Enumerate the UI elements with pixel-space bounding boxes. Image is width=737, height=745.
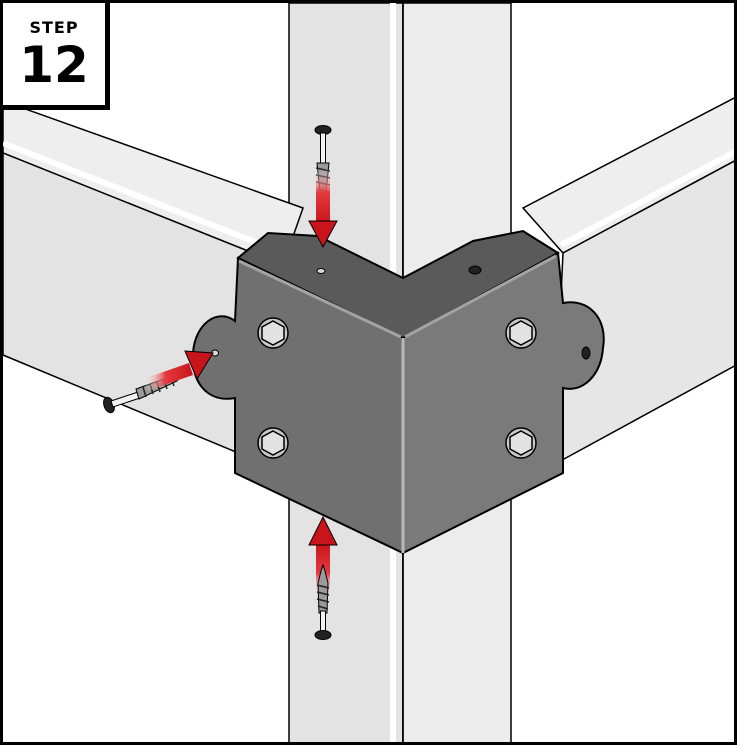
screw-icon bbox=[314, 563, 332, 640]
step-number: 12 bbox=[19, 36, 89, 94]
corner-bracket bbox=[191, 229, 605, 555]
hex-bolt-icon bbox=[257, 427, 289, 459]
right-beam bbox=[521, 97, 734, 467]
red-arrow-icon bbox=[308, 168, 338, 249]
step-badge: STEP 12 bbox=[3, 3, 110, 110]
step-label: STEP bbox=[29, 18, 79, 37]
hex-bolt-icon bbox=[505, 317, 537, 349]
hex-bolt-icon bbox=[505, 427, 537, 459]
red-arrow-icon bbox=[143, 350, 214, 391]
hex-bolt-icon bbox=[257, 317, 289, 349]
assembly-illustration bbox=[3, 3, 734, 742]
